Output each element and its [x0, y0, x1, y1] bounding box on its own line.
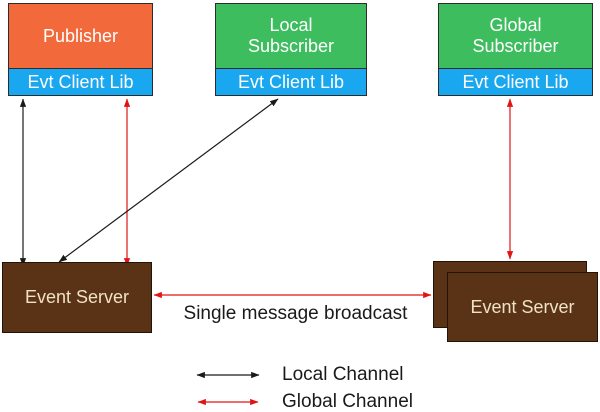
publisher-evt-client-lib-label: Evt Client Lib: [8, 68, 153, 96]
event-server-right-label: Event Server: [470, 296, 575, 317]
local-subscriber-evt-client-lib-label: Evt Client Lib: [215, 68, 367, 96]
eventserver-localsubscriber-local-channel-arrow: [58, 98, 279, 263]
publisher-label: Publisher: [8, 3, 153, 68]
event-server-left-label: Event Server: [24, 287, 130, 307]
legend-local-channel-label: Local Channel: [282, 364, 404, 385]
single-message-broadcast-label: Single message broadcast: [183, 303, 408, 324]
local-subscriber-node: Local Subscriber Evt Client Lib: [215, 3, 367, 96]
global-subscriber-label: Global Subscriber: [438, 3, 593, 68]
publisher-node: Publisher Evt Client Lib: [8, 3, 153, 96]
event-server-right-node: Event Server: [447, 272, 598, 342]
legend-global-channel-label: Global Channel: [282, 391, 413, 412]
global-subscriber-node: Global Subscriber Evt Client Lib: [438, 3, 593, 96]
local-subscriber-label: Local Subscriber: [215, 3, 367, 68]
event-server-left-node: Event Server: [2, 262, 152, 333]
global-subscriber-evt-client-lib-label: Evt Client Lib: [438, 68, 593, 96]
